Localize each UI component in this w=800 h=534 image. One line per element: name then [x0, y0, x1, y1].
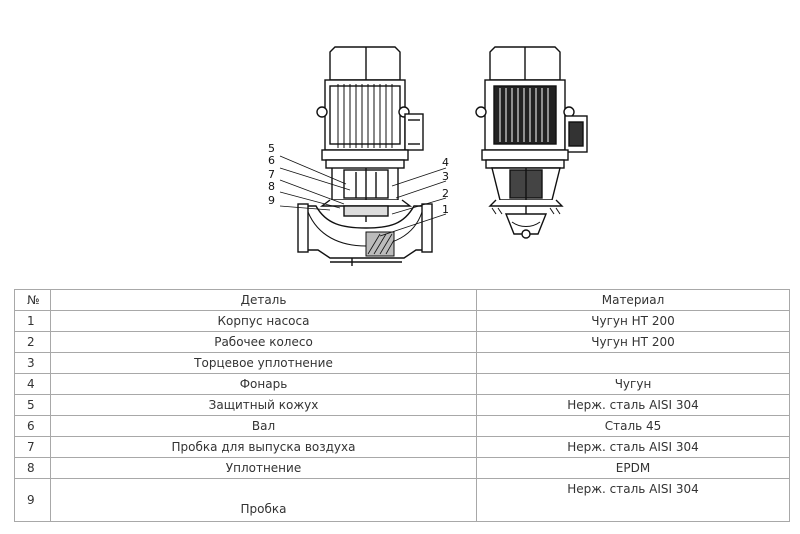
row-part: Пробка для выпуска воздуха	[50, 436, 477, 458]
row-number: 1	[14, 310, 51, 332]
table-header-row: № Деталь Материал	[14, 289, 790, 311]
row-part: Корпус насоса	[50, 310, 477, 332]
table-row: 1 Корпус насоса Чугун HT 200	[14, 310, 790, 332]
callout-8: 8	[268, 180, 275, 193]
table-row: 7 Пробка для выпуска воздуха Нерж. сталь…	[14, 436, 790, 458]
row-material	[476, 352, 790, 374]
table-row: 8 Уплотнение EPDM	[14, 457, 790, 479]
callout-4: 4	[442, 156, 449, 169]
row-material: Чугун HT 200	[476, 310, 790, 332]
row-material: Сталь 45	[476, 415, 790, 437]
row-material: Чугун HT 200	[476, 331, 790, 353]
row-number: 4	[14, 373, 51, 395]
row-number: 3	[14, 352, 51, 374]
table-row: 2 Рабочее колесо Чугун HT 200	[14, 331, 790, 353]
row-number: 2	[14, 331, 51, 353]
row-material: EPDM	[476, 457, 790, 479]
table-row: 9 Пробка Нерж. сталь AISI 304	[14, 478, 790, 522]
callouts	[279, 155, 447, 237]
callout-5: 5	[268, 142, 275, 155]
callout-1: 1	[442, 203, 449, 216]
callout-9: 9	[268, 194, 275, 207]
callout-3: 3	[442, 170, 449, 183]
pump-sectional-view	[297, 46, 433, 266]
table-row: 4 Фонарь Чугун	[14, 373, 790, 395]
parts-materials-table: № Деталь Материал 1 Корпус насоса Чугун …	[14, 289, 790, 522]
row-material: Нерж. сталь AISI 304	[476, 394, 790, 416]
callout-2: 2	[442, 187, 449, 200]
row-part: Уплотнение	[50, 457, 477, 479]
row-part: Защитный кожух	[50, 394, 477, 416]
row-part: Вал	[50, 415, 477, 437]
row-material: Нерж. сталь AISI 304	[476, 436, 790, 458]
row-part: Торцевое уплотнение	[50, 352, 477, 374]
pump-cross-section-diagram: 5 6 7 8 9 4 3 2 1	[268, 46, 588, 266]
callout-7: 7	[268, 168, 275, 181]
header-material: Материал	[476, 289, 790, 311]
header-number: №	[14, 289, 51, 311]
callout-6: 6	[268, 154, 275, 167]
row-number: 5	[14, 394, 51, 416]
row-number: 9	[14, 478, 51, 522]
row-number: 6	[14, 415, 51, 437]
row-number: 8	[14, 457, 51, 479]
table-row: 3 Торцевое уплотнение	[14, 352, 790, 374]
table-row: 6 Вал Сталь 45	[14, 415, 790, 437]
row-part: Рабочее колесо	[50, 331, 477, 353]
header-part: Деталь	[50, 289, 477, 311]
pump-external-view	[475, 46, 588, 239]
row-number: 7	[14, 436, 51, 458]
row-part: Пробка	[50, 478, 477, 522]
row-part: Фонарь	[50, 373, 477, 395]
row-material: Чугун	[476, 373, 790, 395]
table-row: 5 Защитный кожух Нерж. сталь AISI 304	[14, 394, 790, 416]
row-material: Нерж. сталь AISI 304	[476, 478, 790, 522]
